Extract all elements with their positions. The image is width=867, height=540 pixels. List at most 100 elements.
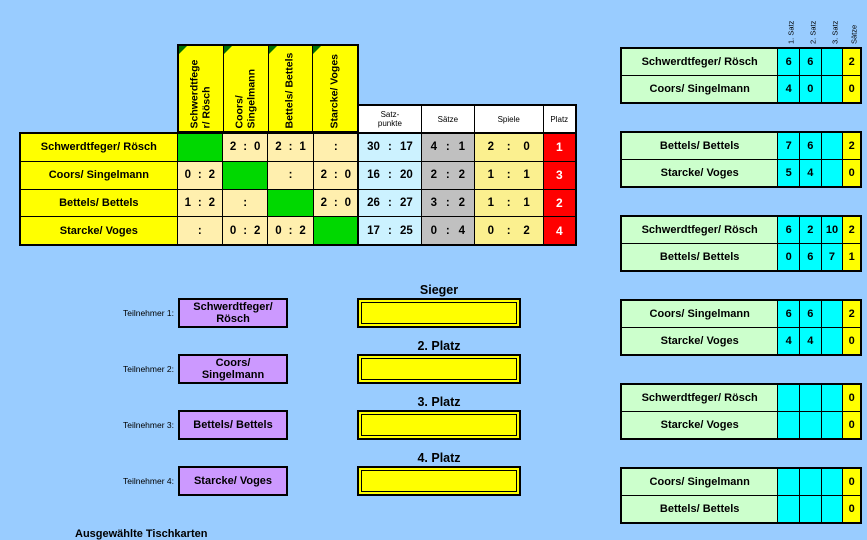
placement-value	[361, 358, 517, 380]
participant-name-box[interactable]: Bettels/ Bettels	[178, 410, 288, 440]
set-score-cell[interactable]: 2	[799, 217, 821, 243]
placement-value-box[interactable]	[357, 466, 521, 496]
sets-total-cell: 0	[843, 412, 860, 438]
set-score-cell[interactable]: 6	[778, 49, 799, 75]
match-sheet: Schwerdtfeger/ Rösch 0 Starcke/ Voges 0	[620, 383, 862, 440]
team-row-header: Schwerdtfeger/ Rösch	[21, 134, 177, 161]
match-result-cell[interactable]: 0:2	[268, 217, 313, 244]
set-score-cell[interactable]: 6	[799, 301, 821, 327]
set-score-cell[interactable]	[799, 385, 821, 411]
set-score-cell[interactable]	[821, 76, 843, 102]
team-column-header-label: Coors/ Singelmann	[233, 68, 257, 128]
set-score-cell[interactable]	[821, 412, 843, 438]
sets-total-cell: 2	[843, 49, 860, 75]
sets-total-cell: 2	[843, 133, 860, 159]
comment-indicator-icon	[313, 46, 322, 54]
sets-total-cell: 0	[843, 496, 860, 522]
match-result-cell[interactable]: :	[268, 161, 313, 189]
participant-name-box[interactable]: Coors/ Singelmann	[178, 354, 288, 384]
stat-headers: Satz- punkte Sätze Spiele Platz	[357, 104, 577, 134]
set-score-cell[interactable]	[778, 412, 799, 438]
set-score-cell[interactable]	[778, 469, 799, 495]
placement-value	[361, 470, 517, 492]
sheet-team-name-cell: Coors/ Singelmann	[622, 469, 778, 495]
set-score-cell[interactable]: 4	[799, 328, 821, 354]
set-score-cell[interactable]: 7	[778, 133, 799, 159]
participant-name-box[interactable]: Schwerdtfeger/ Rösch	[178, 298, 288, 328]
saetze-cell: 2:2	[421, 161, 474, 189]
set-score-cell[interactable]	[778, 385, 799, 411]
placement-value	[361, 302, 517, 324]
participant-name-box[interactable]: Starcke/ Voges	[178, 466, 288, 496]
set-score-cell[interactable]: 6	[799, 49, 821, 75]
sheet-team-name-cell: Schwerdtfeger/ Rösch	[622, 217, 778, 243]
match-result-cell[interactable]: :	[222, 189, 268, 217]
match-result-cell[interactable]: :	[177, 217, 222, 244]
team-column-header-label: Bettels/ Bettels	[283, 52, 296, 128]
match-sheet: Coors/ Singelmann 6 6 2 Starcke/ Voges 4…	[620, 299, 862, 356]
set-score-cell[interactable]: 6	[799, 133, 821, 159]
match-sheet: Coors/ Singelmann 0 Bettels/ Bettels 0	[620, 467, 862, 524]
set-score-cell[interactable]: 4	[799, 160, 821, 186]
set-score-cell[interactable]: 6	[778, 217, 799, 243]
set-score-cell[interactable]	[799, 469, 821, 495]
set-score-cell[interactable]	[821, 469, 843, 495]
set-score-cell[interactable]: 7	[821, 244, 843, 270]
match-sheet: Schwerdtfeger/ Rösch 6 2 10 2 Bettels/ B…	[620, 215, 862, 272]
sheet-team-name-cell: Starcke/ Voges	[622, 328, 778, 354]
placement-value-box[interactable]	[357, 410, 521, 440]
platz-cell: 2	[543, 189, 575, 217]
set-score-cell[interactable]: 10	[821, 217, 843, 243]
diagonal-cell	[222, 161, 268, 189]
match-result-cell[interactable]: 1:2	[177, 189, 222, 217]
satzpunkte-cell: 30:17	[359, 134, 421, 161]
set-score-cell[interactable]	[821, 328, 843, 354]
placement-title: 3. Platz	[417, 395, 461, 409]
sheet-team-name-cell: Coors/ Singelmann	[622, 301, 778, 327]
saetze-cell: 0:4	[421, 217, 474, 244]
spiele-cell: 0:2	[474, 217, 543, 244]
set-score-cell[interactable]	[821, 160, 843, 186]
placement-value-box[interactable]	[357, 354, 521, 384]
diagonal-cell	[313, 217, 358, 244]
match-result-cell[interactable]: 0:2	[177, 161, 222, 189]
set-score-cell[interactable]	[821, 385, 843, 411]
placement-value-box[interactable]	[357, 298, 521, 328]
set-score-cell[interactable]	[799, 412, 821, 438]
set-score-cell[interactable]	[821, 496, 843, 522]
results-cross-table: Schwerdtfeger/ Rösch 2:0 2:1 : Coors/ Si…	[19, 132, 360, 246]
set-score-cell[interactable]	[799, 496, 821, 522]
set-score-cell[interactable]	[778, 496, 799, 522]
satzpunkte-cell: 17:25	[359, 217, 421, 244]
sheet-team-name-cell: Bettels/ Bettels	[622, 133, 778, 159]
cross-table-column-headers: Schwerdtfege r/ Rösch Coors/ Singelmann …	[177, 44, 359, 133]
platz-cell: 3	[543, 161, 575, 189]
stats-table: 30:17 4:1 2:0 1 16:20 2:2 1:1 3 26:27 3:…	[357, 132, 577, 246]
set-score-cell[interactable]: 0	[799, 76, 821, 102]
match-result-cell[interactable]: 2:0	[222, 134, 268, 161]
sheet-team-name-cell: Starcke/ Voges	[622, 160, 778, 186]
set-score-cell[interactable]	[821, 133, 843, 159]
placement-title: 2. Platz	[417, 339, 461, 353]
set-score-cell[interactable]	[821, 301, 843, 327]
match-result-cell[interactable]: 2:0	[313, 161, 358, 189]
set-score-cell[interactable]: 4	[778, 76, 799, 102]
match-result-cell[interactable]: 2:1	[268, 134, 313, 161]
comment-indicator-icon	[268, 46, 277, 54]
set-score-cell[interactable]: 6	[799, 244, 821, 270]
set-score-cell[interactable]: 5	[778, 160, 799, 186]
saetze-header: Sätze	[421, 106, 474, 132]
comment-indicator-icon	[223, 46, 232, 54]
platz-cell: 4	[543, 217, 575, 244]
sets-total-cell: 0	[843, 76, 860, 102]
sheet-team-name-cell: Bettels/ Bettels	[622, 244, 778, 270]
set-score-cell[interactable]: 6	[778, 301, 799, 327]
match-result-cell[interactable]: 0:2	[222, 217, 268, 244]
set-score-cell[interactable]: 4	[778, 328, 799, 354]
set-column-header: 1. Satz	[786, 20, 795, 44]
set-score-cell[interactable]	[821, 49, 843, 75]
match-result-cell[interactable]: 2:0	[313, 189, 358, 217]
match-result-cell[interactable]: :	[313, 134, 358, 161]
sheet-team-name-cell: Coors/ Singelmann	[622, 76, 778, 102]
set-score-cell[interactable]: 0	[778, 244, 799, 270]
